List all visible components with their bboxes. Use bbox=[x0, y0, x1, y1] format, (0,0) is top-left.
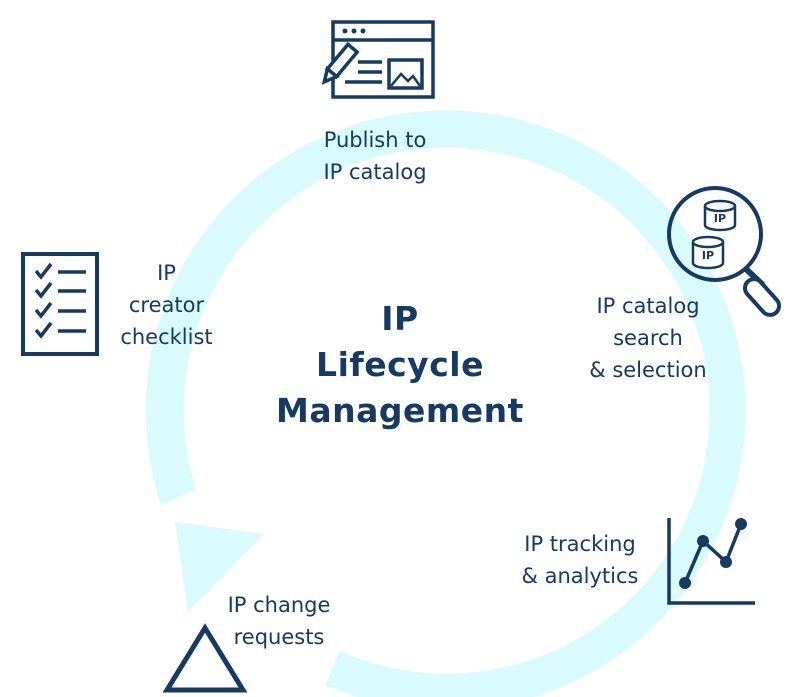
stage-search-line1: IP catalog bbox=[596, 294, 700, 318]
database-top-badge: IP bbox=[714, 212, 726, 225]
stage-publish-label: Publish to IP catalog bbox=[275, 124, 475, 188]
center-title-line2: Lifecycle bbox=[316, 345, 484, 384]
stage-change-line1: IP change bbox=[227, 593, 331, 617]
center-title-line1: IP bbox=[381, 299, 419, 338]
stage-publish-line1: Publish to bbox=[323, 128, 427, 152]
cycle-arrow bbox=[145, 110, 746, 697]
web-page-edit-icon bbox=[321, 20, 435, 99]
stage-change-label: IP change requests bbox=[199, 589, 359, 653]
database-bottom-badge: IP bbox=[702, 249, 714, 262]
stage-search-line2: search bbox=[613, 326, 683, 350]
center-title: IP Lifecycle Management bbox=[260, 296, 540, 434]
stage-checklist-label: IP creator checklist bbox=[104, 257, 229, 353]
stage-checklist-line1: IP bbox=[157, 261, 176, 285]
database-bottom bbox=[691, 235, 725, 270]
stage-checklist-line2: creator bbox=[128, 293, 205, 317]
stage-tracking-line1: IP tracking bbox=[524, 532, 636, 556]
center-title-line3: Management bbox=[276, 391, 524, 430]
magnifier-database-icon: IP IP bbox=[667, 186, 782, 317]
database-top bbox=[703, 199, 737, 232]
stage-tracking-label: IP tracking & analytics bbox=[500, 528, 660, 592]
stage-tracking-line2: & analytics bbox=[521, 564, 639, 588]
cycle-arrowhead bbox=[175, 522, 264, 612]
stage-search-label: IP catalog search & selection bbox=[568, 290, 728, 386]
stage-search-line3: & selection bbox=[589, 358, 707, 382]
stage-checklist-line3: checklist bbox=[120, 325, 213, 349]
stage-change-line2: requests bbox=[233, 625, 325, 649]
delta-triangle-icon bbox=[162, 623, 248, 693]
stage-publish-line2: IP catalog bbox=[323, 160, 427, 184]
line-chart-icon bbox=[667, 518, 755, 605]
checklist-icon bbox=[21, 252, 99, 356]
